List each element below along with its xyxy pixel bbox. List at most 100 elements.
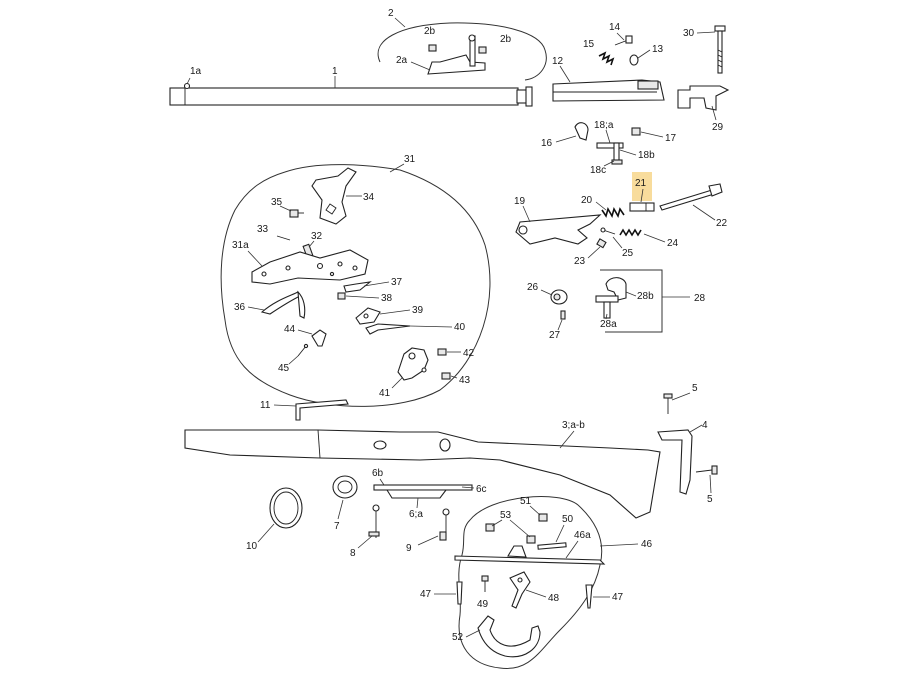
label-39: 39: [412, 305, 424, 316]
part-receiver[interactable]: [552, 79, 665, 102]
label-28a: 28a: [600, 319, 617, 330]
label-47-right: 47: [612, 592, 624, 603]
part-27[interactable]: [560, 310, 566, 320]
part-38[interactable]: [337, 292, 346, 300]
part-spring-20[interactable]: [601, 206, 625, 219]
label-31a: 31a: [232, 240, 249, 251]
part-sight-screw-left[interactable]: [428, 44, 437, 52]
label-1a: 1a: [190, 66, 202, 77]
label-11: 11: [260, 400, 271, 411]
label-34: 34: [363, 192, 375, 203]
part-8[interactable]: [368, 504, 380, 538]
part-pin-14[interactable]: [614, 35, 633, 46]
part-17[interactable]: [631, 127, 641, 136]
label-52: 52: [452, 632, 464, 643]
highlight-box: [632, 172, 652, 201]
label-5-top: 5: [692, 383, 698, 394]
part-breech-plug[interactable]: [677, 85, 730, 111]
label-36: 36: [234, 302, 246, 313]
label-15: 15: [583, 39, 595, 50]
part-49[interactable]: [481, 575, 489, 592]
part-buttplate[interactable]: [657, 429, 693, 495]
lock-group-outline: [220, 164, 491, 407]
part-tumbler-41[interactable]: [397, 347, 429, 381]
part-50[interactable]: [537, 542, 567, 550]
part-screw-5-top[interactable]: [663, 393, 673, 414]
label-4: 4: [702, 420, 708, 431]
part-23[interactable]: [596, 238, 607, 249]
part-9[interactable]: [439, 508, 450, 541]
label-19: 19: [514, 196, 526, 207]
part-26[interactable]: [550, 289, 568, 305]
label-6c: 6c: [476, 484, 487, 495]
part-cap-13[interactable]: [629, 54, 639, 66]
label-43: 43: [459, 375, 471, 386]
part-breech-block[interactable]: [515, 214, 602, 245]
part-53[interactable]: [485, 523, 536, 544]
label-20: 20: [581, 195, 593, 206]
label-14: 14: [609, 22, 621, 33]
part-sear-39[interactable]: [355, 307, 381, 325]
part-16[interactable]: [574, 122, 589, 141]
label-30: 30: [683, 28, 695, 39]
label-53: 53: [500, 510, 512, 521]
part-rod-22[interactable]: [659, 183, 723, 211]
part-sight-screw-right[interactable]: [478, 46, 487, 54]
label-18c: 18c: [590, 165, 606, 176]
label-6b: 6b: [372, 468, 384, 479]
part-screw-43[interactable]: [441, 372, 451, 380]
part-trigger-48[interactable]: [509, 571, 531, 609]
part-pin-25[interactable]: [600, 227, 616, 235]
label-18b: 18b: [638, 150, 655, 161]
part-mainspring-36[interactable]: [260, 290, 306, 319]
trigger-group-outline: [458, 496, 603, 669]
label-27: 27: [549, 330, 561, 341]
part-10[interactable]: [269, 487, 303, 529]
part-spring-24[interactable]: [619, 228, 642, 237]
label-22: 22: [716, 218, 728, 229]
part-37[interactable]: [343, 281, 372, 293]
part-47-left[interactable]: [456, 581, 463, 605]
part-firing-pin[interactable]: [629, 202, 655, 212]
part-trigger-plate[interactable]: [454, 545, 606, 565]
part-51[interactable]: [538, 513, 548, 522]
label-10: 10: [246, 541, 258, 552]
label-2b-left: 2b: [424, 26, 436, 37]
part-spring-15[interactable]: [598, 51, 615, 66]
part-11[interactable]: [295, 399, 349, 421]
part-screw-5-bottom[interactable]: [695, 465, 718, 475]
label-2: 2: [388, 8, 394, 19]
part-hammer-34[interactable]: [311, 167, 357, 225]
label-44: 44: [284, 324, 296, 335]
label-25: 25: [622, 248, 634, 259]
label-48: 48: [548, 593, 560, 604]
part-lockplate[interactable]: [251, 249, 369, 285]
part-pin-45[interactable]: [297, 343, 309, 357]
part-47-right[interactable]: [585, 584, 593, 609]
label-33: 33: [257, 224, 269, 235]
label-47-left: 47: [420, 589, 432, 600]
part-33[interactable]: [276, 235, 291, 241]
part-rear-sight[interactable]: [427, 34, 486, 75]
part-barrel[interactable]: [169, 82, 533, 107]
label-7: 7: [334, 521, 340, 532]
label-45: 45: [278, 363, 290, 374]
label-46: 46: [641, 539, 653, 550]
part-18[interactable]: [596, 142, 624, 165]
part-7[interactable]: [332, 475, 358, 499]
part-stock[interactable]: [184, 429, 661, 519]
part-tang-bolt[interactable]: [714, 25, 726, 74]
part-hammer-28[interactable]: [595, 277, 627, 319]
label-37: 37: [391, 277, 403, 288]
label-5-bottom: 5: [707, 494, 713, 505]
part-screw-42[interactable]: [437, 348, 447, 356]
label-42: 42: [463, 348, 475, 359]
part-44[interactable]: [311, 329, 327, 347]
label-29: 29: [712, 122, 724, 133]
part-trigger-guard-bar[interactable]: [373, 484, 473, 499]
part-trigger-guard-52[interactable]: [477, 615, 541, 658]
label-40: 40: [454, 322, 466, 333]
part-spring-40[interactable]: [365, 323, 411, 335]
part-screw-35[interactable]: [289, 209, 304, 218]
